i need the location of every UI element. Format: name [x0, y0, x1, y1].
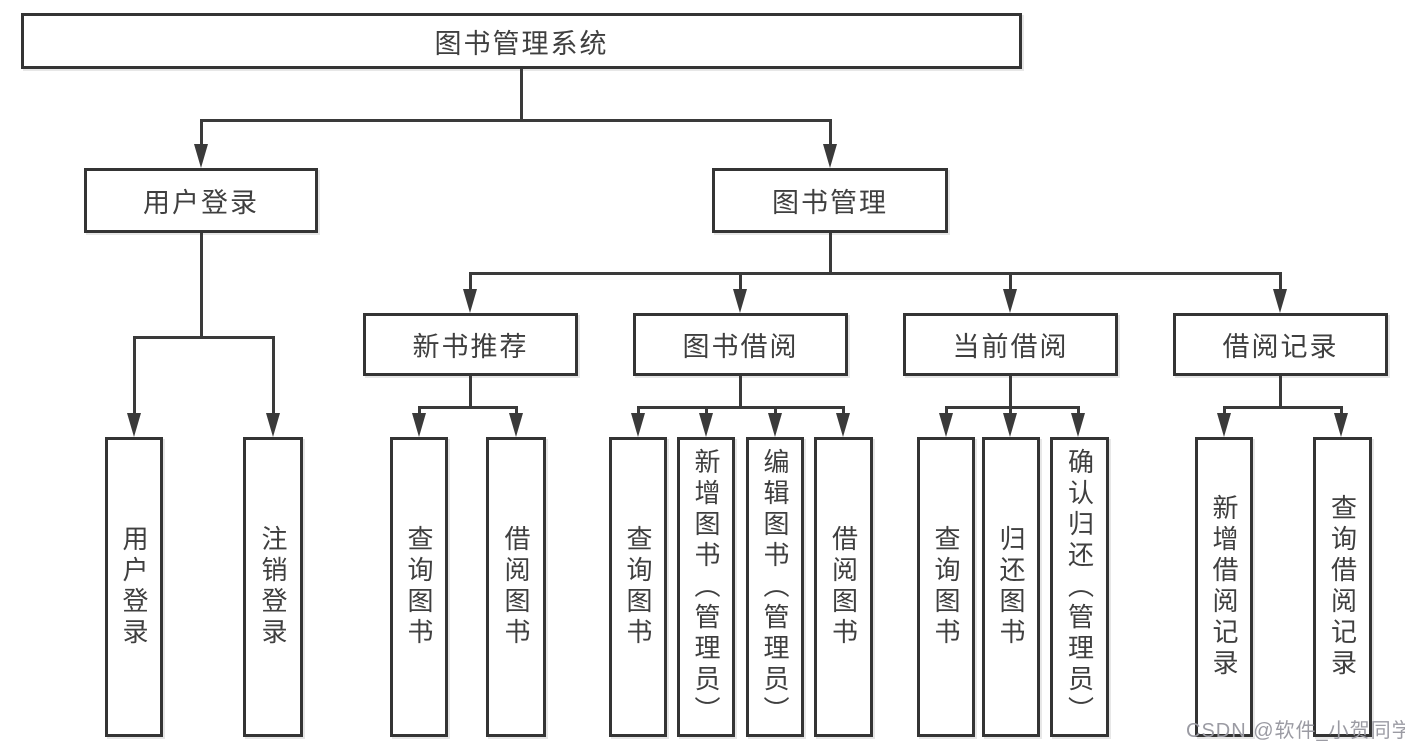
node-book-management: 图书管理: [712, 168, 948, 233]
edge-userlogin-stem: [200, 233, 203, 336]
arrowhead-add-book-admin-icon: [699, 413, 713, 437]
edge-recommend-rail: [418, 406, 518, 409]
node-book-borrow: 图书借阅: [633, 313, 848, 376]
edge-records-rail: [1223, 406, 1343, 409]
edge-bookmgmt-rail: [469, 272, 1282, 275]
edge-recommend-drop-1: [418, 406, 421, 417]
csdn-watermark: CSDN @软件_小贺同学: [1186, 720, 1405, 742]
edge-current-drop-3: [1077, 406, 1080, 417]
arrowhead-new-book-recommend-icon: [463, 289, 477, 313]
edge-borrow-stem: [739, 376, 742, 406]
node-root-label: 图书管理系统: [434, 28, 609, 59]
arrowhead-user-login-icon: [194, 144, 208, 168]
leaf-borrow-books-label: 借阅图书: [828, 525, 859, 649]
arrowhead-book-borrow-icon: [733, 289, 747, 313]
leaf-logout: 注销登录: [243, 437, 303, 737]
leaf-add-book-admin-label: 新增图书（管理员）: [691, 447, 721, 727]
node-book-borrow-label: 图书借阅: [682, 332, 799, 362]
edge-root-rail: [200, 119, 832, 122]
arrowhead-query-books-borrow-icon: [631, 413, 645, 437]
arrowhead-add-borrow-record-icon: [1217, 413, 1231, 437]
edge-root-stem: [520, 69, 523, 119]
edge-bookmgmt-stem: [829, 233, 832, 272]
leaf-query-books-recommend: 查询图书: [390, 437, 448, 737]
leaf-edit-book-admin-label: 编辑图书（管理员）: [760, 447, 790, 727]
arrowhead-borrow-books-recommend-icon: [509, 413, 523, 437]
leaf-query-books-recommend-label: 查询图书: [404, 525, 434, 649]
leaf-borrow-books: 借阅图书: [814, 437, 873, 737]
leaf-query-borrow-record-label: 查询借阅记录: [1327, 494, 1358, 680]
leaf-confirm-return-admin-label: 确认归还（管理员）: [1064, 447, 1095, 727]
arrowhead-confirm-return-admin-icon: [1071, 413, 1085, 437]
edge-bookmgmt-drop-3: [1009, 272, 1012, 293]
arrowhead-query-books-recommend-icon: [412, 413, 426, 437]
node-current-borrow: 当前借阅: [903, 313, 1118, 376]
edge-bookmgmt-drop-2: [739, 272, 742, 293]
leaf-query-books-current: 查询图书: [917, 437, 975, 737]
node-book-management-label: 图书管理: [772, 188, 888, 218]
edge-borrow-drop-2: [705, 406, 708, 417]
arrowhead-leaf-logout-icon: [266, 413, 280, 437]
leaf-return-book: 归还图书: [982, 437, 1040, 737]
node-borrow-records: 借阅记录: [1173, 313, 1388, 376]
leaf-query-borrow-record: 查询借阅记录: [1313, 437, 1372, 737]
leaf-add-book-admin: 新增图书（管理员）: [677, 437, 735, 737]
node-borrow-records-label: 借阅记录: [1222, 332, 1339, 362]
node-current-borrow-label: 当前借阅: [952, 332, 1069, 362]
arrowhead-query-books-current-icon: [939, 413, 953, 437]
leaf-borrow-books-recommend: 借阅图书: [486, 437, 546, 737]
edge-borrow-rail: [637, 406, 844, 409]
edge-records-drop-1: [1223, 406, 1226, 417]
edge-current-drop-1: [945, 406, 948, 417]
edge-userlogin-drop-1: [133, 336, 136, 417]
leaf-query-books-borrow-label: 查询图书: [623, 525, 653, 649]
arrowhead-return-book-icon: [1003, 413, 1017, 437]
leaf-logout-label: 注销登录: [258, 525, 288, 649]
arrowhead-leaf-user-login-icon: [127, 413, 141, 437]
node-new-book-recommend: 新书推荐: [363, 313, 578, 376]
node-user-login: 用户登录: [84, 168, 318, 233]
leaf-confirm-return-admin: 确认归还（管理员）: [1050, 437, 1109, 737]
edge-userlogin-rail: [133, 336, 275, 339]
node-new-book-recommend-label: 新书推荐: [412, 332, 529, 362]
edge-current-stem: [1009, 376, 1012, 406]
edge-records-stem: [1279, 376, 1282, 406]
edge-current-drop-2: [1009, 406, 1012, 417]
arrowhead-borrow-books-icon: [836, 413, 850, 437]
leaf-user-login: 用户登录: [105, 437, 163, 737]
leaf-user-login-label: 用户登录: [119, 525, 149, 649]
leaf-query-books-borrow: 查询图书: [609, 437, 667, 737]
leaf-return-book-label: 归还图书: [996, 525, 1026, 649]
arrowhead-query-borrow-record-icon: [1334, 413, 1348, 437]
edge-recommend-drop-2: [515, 406, 518, 417]
node-user-login-label: 用户登录: [143, 188, 259, 218]
arrowhead-borrow-records-icon: [1273, 289, 1287, 313]
arrowhead-edit-book-admin-icon: [768, 413, 782, 437]
edge-records-drop-2: [1340, 406, 1343, 417]
leaf-query-books-current-label: 查询图书: [931, 525, 961, 649]
arrowhead-book-management-icon: [823, 144, 837, 168]
edge-root-drop-right: [829, 119, 832, 148]
leaf-add-borrow-record: 新增借阅记录: [1195, 437, 1253, 737]
leaf-edit-book-admin: 编辑图书（管理员）: [746, 437, 804, 737]
edge-current-rail: [945, 406, 1080, 409]
edge-bookmgmt-drop-1: [469, 272, 472, 293]
edge-recommend-stem: [469, 376, 472, 406]
leaf-borrow-books-recommend-label: 借阅图书: [501, 525, 531, 649]
edge-root-drop-left: [200, 119, 203, 148]
edge-userlogin-drop-2: [272, 336, 275, 417]
edge-borrow-drop-1: [637, 406, 640, 417]
edge-borrow-drop-4: [842, 406, 845, 417]
node-root: 图书管理系统: [21, 13, 1022, 69]
arrowhead-current-borrow-icon: [1003, 289, 1017, 313]
leaf-add-borrow-record-label: 新增借阅记录: [1209, 494, 1239, 680]
edge-bookmgmt-drop-4: [1279, 272, 1282, 293]
edge-borrow-drop-3: [774, 406, 777, 417]
